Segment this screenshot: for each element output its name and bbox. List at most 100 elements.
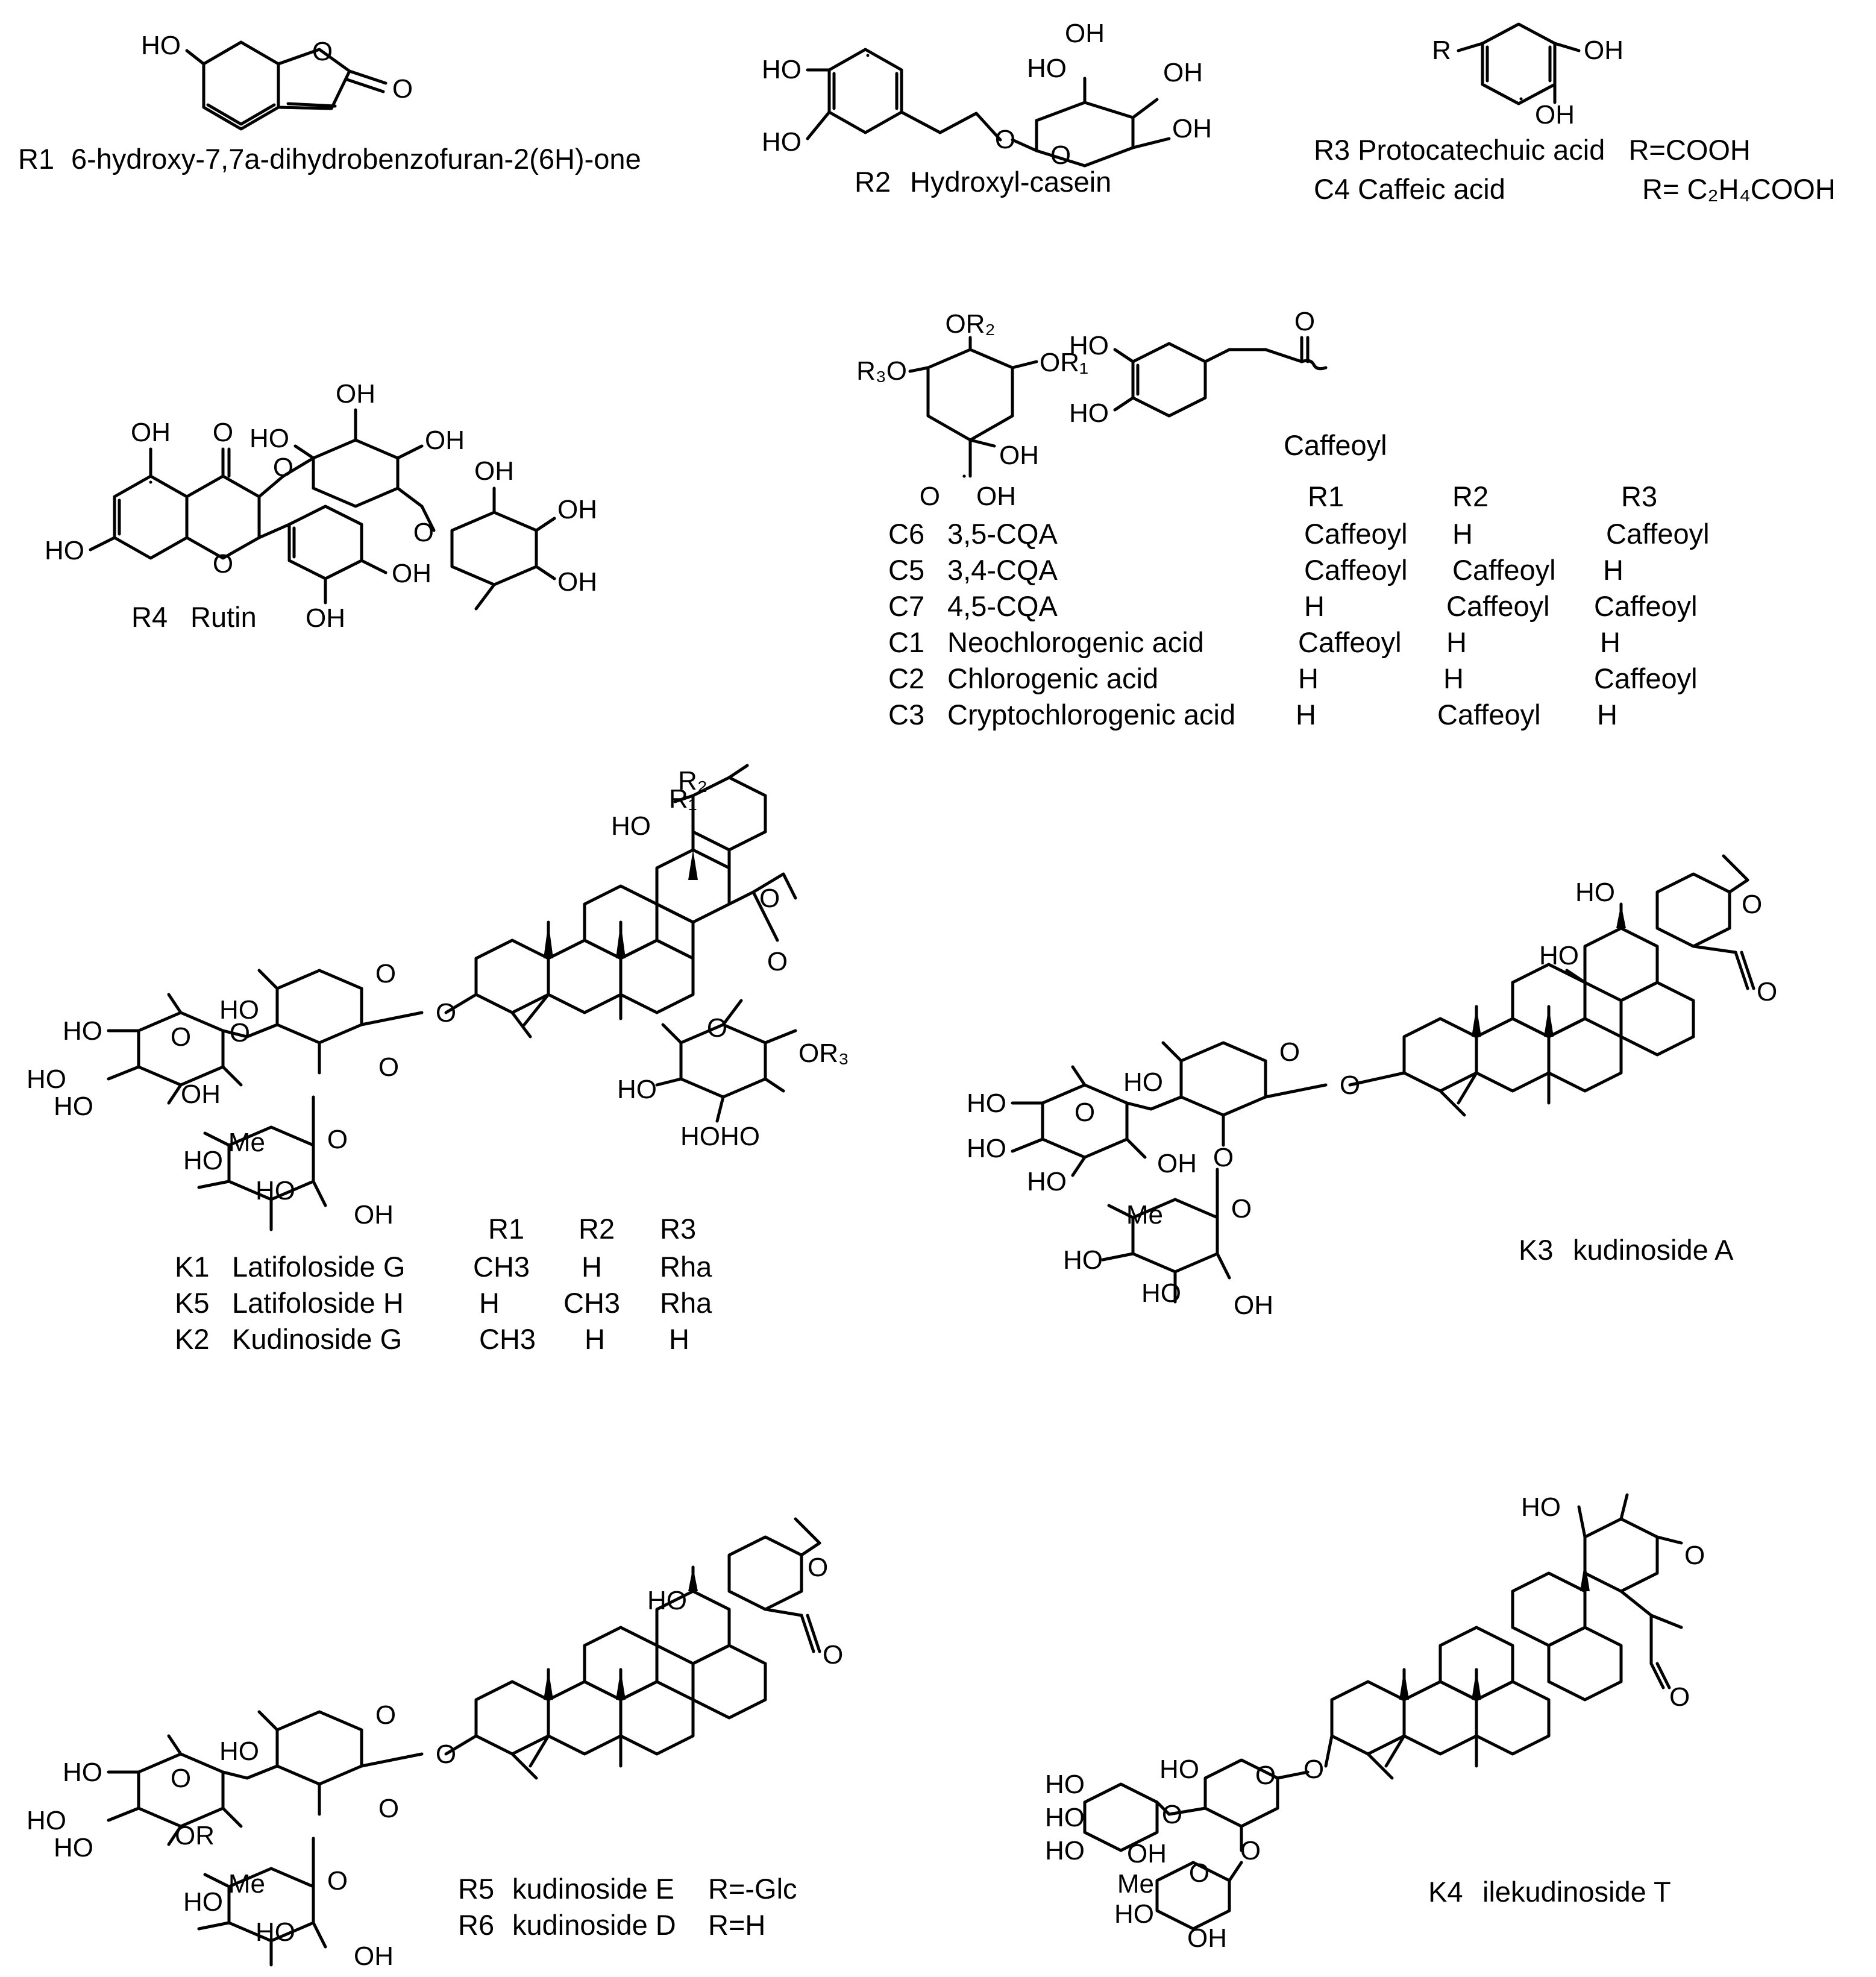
k-header-r2: R2 (579, 1213, 615, 1245)
r5-ho-rha-2: HO (256, 1917, 295, 1947)
r5-code: R5 (458, 1873, 494, 1905)
k4-oh-rha: OH (1187, 1923, 1227, 1953)
r4-oh-3p: OH (392, 559, 431, 588)
r1-ring-o: O (312, 37, 333, 66)
cqa-or1: OR₁ (1040, 348, 1088, 377)
r4-code: R4 (131, 601, 168, 633)
k-glyco-o: O (436, 998, 456, 1028)
k-row-r2: H (585, 1323, 605, 1355)
k4-ho-rha: HO (1114, 1899, 1154, 1929)
r5-name: kudinoside E (512, 1873, 674, 1905)
k4-ho: HO (1521, 1492, 1561, 1522)
r2-oh-right: OH (1163, 58, 1203, 87)
k-ho-rha-2: HO (256, 1176, 295, 1205)
r4-carbonyl-o: O (213, 418, 233, 447)
cqa-row-r3: H (1597, 699, 1617, 731)
k-me: Me (228, 1128, 265, 1157)
k4-name: ilekudinoside T (1482, 1876, 1671, 1908)
cqa-row-name: Neochlorogenic acid (947, 626, 1204, 658)
r2-oh-top: OH (1065, 19, 1105, 48)
cqa-r3o: R₃O (856, 356, 907, 386)
r1-name: 6-hydroxy-7,7a-dihydrobenzofuran-2(6H)-o… (71, 143, 641, 175)
k-r1: R₁ (669, 784, 697, 814)
r1-ho-label: HO (141, 31, 181, 60)
k3-ho-rha-1: HO (1063, 1245, 1103, 1275)
r5-ring-o-rha: O (327, 1866, 348, 1896)
r1-code: R1 (18, 143, 54, 175)
caffeoyl-label: Caffeoyl (1284, 429, 1387, 461)
k3-ho-glc-2: HO (967, 1134, 1006, 1163)
r2-code: R2 (855, 166, 891, 198)
cqa-header-r2: R2 (1452, 480, 1489, 512)
k-ho-ara: HO (219, 995, 259, 1025)
k-ring-o-rha: O (327, 1125, 348, 1154)
r5-o-rha-link: O (378, 1794, 399, 1823)
k3-ho-glc-3: HO (1027, 1167, 1067, 1196)
r4-linker-o: O (413, 518, 434, 547)
k4-carbonyl-o: O (1669, 1682, 1690, 1712)
k3-code: K3 (1519, 1234, 1554, 1266)
r4-oh-5: OH (131, 418, 171, 447)
k-row-code: K2 (175, 1323, 210, 1355)
k-header-r1: R1 (488, 1213, 524, 1245)
r5-ho-ara: HO (219, 1737, 259, 1766)
k-oh-rha: OH (354, 1200, 394, 1230)
cqa-row-r1: H (1298, 662, 1319, 694)
r5-r: R=-Glc (708, 1873, 797, 1905)
cqa-row-code: C2 (888, 662, 924, 694)
k-row-r1: CH3 (473, 1251, 530, 1283)
r1-carbonyl-o: O (392, 74, 413, 104)
r3-line: R3 Protocatechuic acid R=COOH (1314, 134, 1751, 166)
r5-or: OR (175, 1821, 215, 1850)
k3-ring-o-rha: O (1231, 1194, 1252, 1224)
r2-name: Hydroxyl-casein (910, 166, 1111, 198)
r2-ho-top: HO (762, 55, 802, 84)
r2-ho-bottom: HO (762, 127, 802, 157)
k-ho: HO (611, 811, 651, 841)
r4-ho-7: HO (45, 536, 84, 565)
r4-oh-rha-right: OH (557, 495, 597, 524)
structure-r3-c4: R OH OH R3 Protocatechuic acid R=COOH C4… (1314, 22, 1836, 205)
k-row-r3: Rha (660, 1251, 712, 1283)
k-row-r2: H (582, 1251, 602, 1283)
r2-ho-sugar: HO (1027, 54, 1067, 83)
cqa-row-name: Cryptochlorogenic acid (947, 699, 1235, 731)
k4-oh-glc: OH (1127, 1839, 1167, 1869)
k-ho-ester: HO (617, 1075, 657, 1104)
structure-k4: HO O O O O HO O HO HO HO OH O Me O HO OH… (1045, 1492, 1705, 1953)
r5-carbonyl-o: O (823, 1640, 843, 1670)
cqa-acid-o: O (920, 482, 940, 511)
k-row-name: Kudinoside G (232, 1323, 402, 1355)
cqa-row-r2: Caffeoyl (1452, 554, 1556, 586)
r5-ho-glc-3: HO (54, 1833, 93, 1862)
k4-o-rha-link: O (1240, 1836, 1261, 1865)
cqa-row-r1: H (1296, 699, 1316, 731)
cqa-row-code: C1 (888, 626, 924, 658)
cqa-row-r1: Caffeoyl (1304, 518, 1408, 550)
cqa-row-r2: H (1446, 626, 1467, 658)
k-o-rha-link: O (378, 1052, 399, 1082)
cqa-row-code: C5 (888, 554, 924, 586)
cqa-header-r1: R1 (1308, 480, 1344, 512)
structure-k3: HO HO O O O O HO O HO HO HO OH O Me O HO… (967, 854, 1777, 1320)
k-oh-glc: OH (181, 1080, 221, 1109)
r3-r-label: R (1432, 36, 1451, 65)
r4-oh-4p: OH (306, 603, 345, 633)
k-ester-o: O (767, 947, 788, 976)
c4-line: C4 Caffeic acid (1314, 173, 1505, 205)
structure-r1: HO O O R1 6-hydroxy-7,7a-dihydrobenzofur… (18, 31, 641, 175)
k-ring-o-ara: O (375, 959, 396, 989)
structure-cqa: OR₂ OR₁ R₃O OH O OH HO HO O Caffeoyl R1 … (856, 307, 1710, 731)
k4-lactone-o: O (1684, 1541, 1705, 1570)
k-series-table: R1 R2 R3 K1 Latifoloside G CH3 H Rha K5 … (175, 1213, 712, 1355)
r5-oh-rha: OH (354, 1941, 394, 1971)
cqa-row-r3: Caffeoyl (1606, 518, 1710, 550)
r4-oh-rha-bottom: OH (557, 567, 597, 597)
cqa-row-r3: Caffeoyl (1594, 662, 1698, 694)
caffeoyl-ho-2: HO (1069, 398, 1109, 428)
k-row-r2: CH3 (563, 1287, 620, 1319)
cqa-row-code: C7 (888, 590, 924, 622)
r4-ho-glc: HO (249, 424, 289, 453)
k-row-code: K5 (175, 1287, 210, 1319)
